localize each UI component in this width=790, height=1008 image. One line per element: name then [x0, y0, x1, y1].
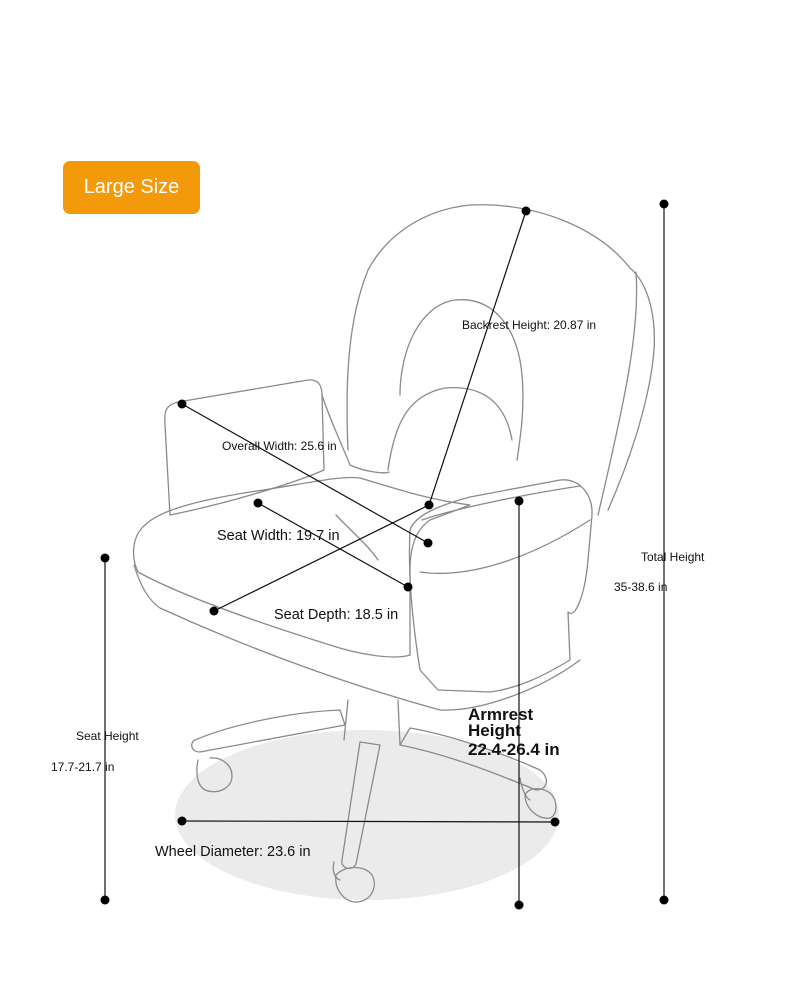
seat-height-value: 17.7-21.7 in	[51, 760, 115, 774]
dimension-endpoints	[100, 199, 669, 910]
total-height-value: 35-38.6 in	[614, 580, 668, 594]
size-badge: Large Size	[63, 161, 200, 214]
caster-left	[196, 757, 233, 793]
backrest-inner	[399, 299, 524, 461]
armrest-height-value: 22.4-26.4 in	[468, 740, 560, 759]
overall-width-line	[181, 403, 429, 544]
wheel-diameter-line	[181, 820, 556, 823]
armrest-height-label-line2: Height	[468, 721, 521, 740]
backrest-height-label: Backrest Height: 20.87 in	[462, 318, 597, 332]
seat-width-line	[257, 502, 409, 588]
seat-depth-label: Seat Depth: 18.5 in	[274, 607, 399, 623]
seat-cushion	[132, 476, 471, 658]
chair-outline	[132, 204, 656, 903]
caster-front	[335, 866, 375, 903]
armrest-height-label-line1: Armrest	[468, 705, 534, 724]
backrest-height-line	[428, 210, 527, 506]
left-armrest	[164, 379, 325, 516]
wheel-diameter-label: Wheel Diameter: 23.6 in	[155, 844, 311, 860]
right-armrest	[408, 479, 593, 693]
total-height-label: Total Height	[641, 550, 705, 564]
backrest-outline	[346, 204, 656, 511]
gas-lift	[343, 699, 401, 746]
seat-height-label: Seat Height	[76, 729, 139, 743]
caster-right	[524, 788, 557, 819]
seat-depth-line	[213, 504, 430, 612]
overall-width-label: Overall Width: 25.6 in	[222, 439, 337, 453]
star-base	[191, 709, 346, 753]
base-shadow	[175, 730, 559, 900]
seat-width-label: Seat Width: 19.7 in	[217, 528, 340, 544]
dimension-lines	[104, 204, 665, 905]
